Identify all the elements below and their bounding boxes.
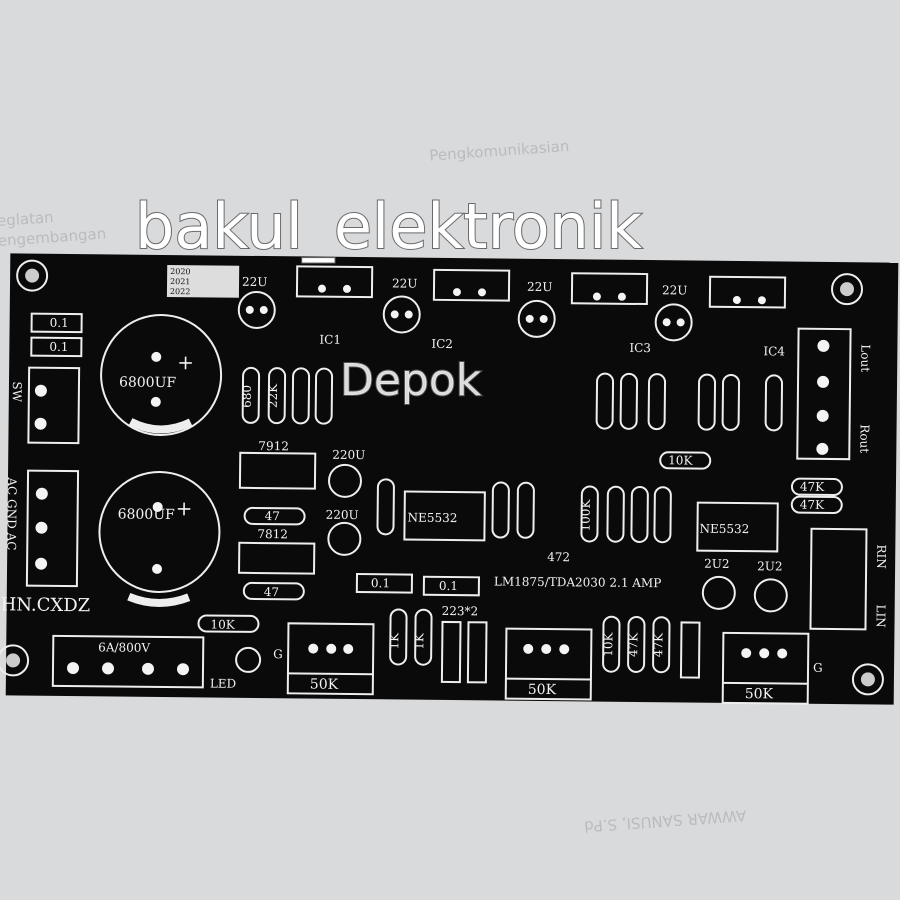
silkscreen-label: Rout [857, 424, 871, 453]
silkscreen-label: 50K [528, 682, 557, 698]
silkscreen-label: SW [10, 381, 24, 402]
silkscreen-label: 22U [242, 275, 268, 289]
silkscreen-label: 0.1 [371, 576, 390, 590]
capacitor-6800uf-1: 6800UF + [100, 313, 223, 436]
silkscreen-label: 10K [210, 618, 235, 632]
silkscreen-label: 47K [626, 632, 640, 657]
pcb-board: 2020 2021 2022 6800UF + 6800UF + SW AC G… [0, 253, 899, 705]
paper-text: AWWAR SANUSI, S.Pd [584, 806, 747, 835]
silkscreen-label: 2022 [170, 287, 190, 296]
silkscreen-label: 220U [332, 448, 365, 462]
silkscreen-label: 6A/800V [98, 640, 150, 655]
silkscreen-label: 22K [266, 383, 280, 408]
silkscreen-label: 50K [310, 677, 339, 693]
brand-label: HN.CXDZ [1, 594, 91, 616]
silkscreen-label: 100K [578, 498, 592, 531]
potentiometers: 50K 50K 50K G G [273, 622, 823, 705]
pads [245, 284, 788, 659]
silkscreen-label: RIN [874, 544, 888, 568]
resistors: 1K 1K 680 22K 100K 10K 47K 47K [240, 366, 784, 674]
silkscreen-label: 0.1 [49, 340, 68, 354]
amp-label: LM1875/TDA2030 2.1 AMP [494, 574, 662, 590]
ic-row: IC1 IC2 IC3 IC4 22U 22U 22U 22U [237, 265, 787, 359]
silkscreen-label: 22U [662, 283, 688, 297]
silkscreen-label: 1K [387, 632, 401, 650]
silkscreen-label: + [176, 496, 193, 520]
silkscreen-label: G [273, 647, 283, 661]
silkscreen-label: 50K [745, 686, 774, 702]
silkscreen-label: IC2 [431, 337, 453, 351]
silkscreen-label: IC3 [629, 341, 651, 355]
silkscreen-label: 6800UF [118, 507, 176, 524]
silkscreen-label: IC4 [763, 344, 785, 358]
silkscreen-label: 0.1 [50, 316, 69, 330]
silkscreen-label: 2021 [170, 277, 190, 286]
silkscreen-label: 10K [668, 453, 693, 467]
mounting-holes [0, 259, 884, 696]
silkscreen-label: 1K [412, 632, 426, 650]
silkscreen-label: 22U [527, 280, 553, 294]
silkscreen-label: 2020 [170, 267, 190, 276]
silkscreen-label: 7912 [258, 439, 289, 453]
silkscreen-label: 680 [240, 385, 254, 408]
paper-text: Keglatan [0, 208, 54, 231]
silkscreen-label: AC GND AC [4, 476, 19, 550]
silkscreen-label: LIN [873, 604, 887, 627]
silkscreen-label: 47K [651, 632, 665, 657]
silkscreen-label: G [813, 661, 823, 675]
silkscreen-label: 6800UF [119, 375, 177, 392]
watermark-center: Depok [340, 355, 482, 406]
silkscreen-label: LED [210, 676, 237, 690]
paper-text: Pengkomunikasian [429, 137, 570, 165]
capacitor-6800uf-2: 6800UF + [98, 470, 221, 607]
date-code-grid: 2020 2021 2022 [166, 265, 240, 298]
silkscreen-label: + [177, 350, 194, 374]
silkscreen-label: 47K [800, 498, 825, 512]
silkscreen-label: 0.1 [439, 579, 458, 593]
watermark-top: bakul_elektronik [135, 190, 642, 263]
silkscreen-label: 22U [392, 276, 418, 290]
silkscreen-label: NE5532 [408, 511, 458, 526]
silkscreen-label: 47 [265, 509, 280, 523]
silkscreen-label: 47 [264, 585, 279, 599]
silkscreen-label: 7812 [257, 527, 288, 541]
silkscreen-label: 223*2 [442, 604, 479, 618]
silkscreen-label: 472 [547, 550, 570, 564]
silkscreen-label: 220U [326, 508, 359, 522]
silkscreen-label: NE5532 [699, 522, 749, 537]
silkscreen-label: 47K [800, 480, 825, 494]
silkscreen-label: Lout [858, 344, 872, 372]
silkscreen-label: 10K [601, 631, 615, 656]
silkscreen-label: 2U2 [757, 559, 783, 573]
silkscreen-label: 2U2 [704, 557, 730, 571]
silkscreen-label: IC1 [319, 333, 341, 347]
